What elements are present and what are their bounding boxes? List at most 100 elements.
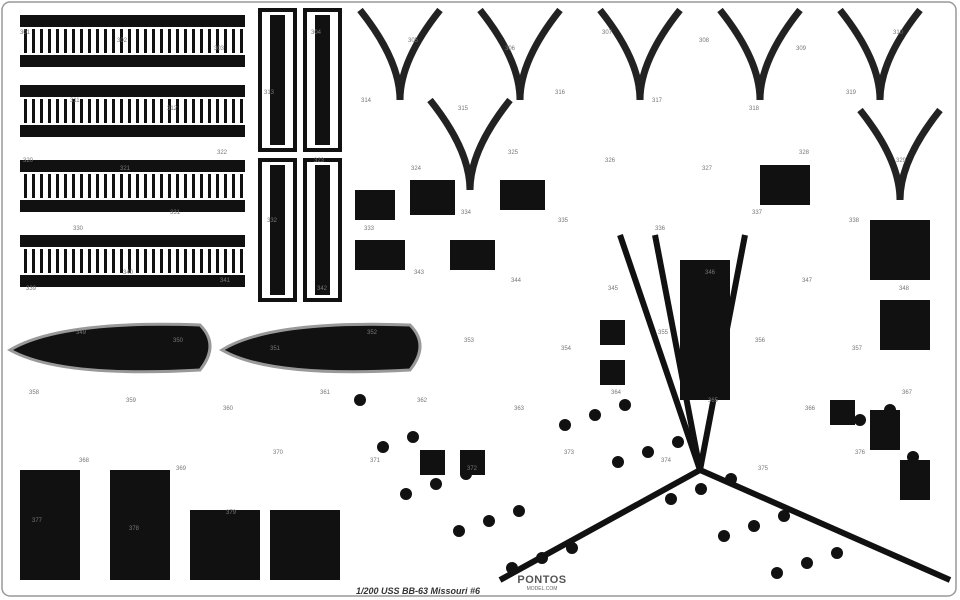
logo-name: PONTOS: [517, 574, 567, 586]
part-number-label: 360: [223, 406, 234, 412]
small-part: [801, 557, 813, 569]
ladder: [20, 85, 245, 137]
rect-part: [355, 190, 395, 220]
small-part: [718, 530, 730, 542]
y-arm-part: [717, 7, 803, 101]
part-number-label: 319: [846, 90, 857, 96]
small-part: [771, 567, 783, 579]
misc-parts: [20, 7, 943, 580]
y-arm-part: [357, 7, 443, 101]
small-part: [778, 510, 790, 522]
part-number-label: 309: [796, 46, 807, 52]
part-number-label: 322: [217, 150, 228, 156]
rect-part: [830, 400, 855, 425]
rect-part: [880, 300, 930, 350]
part-number-label: 355: [658, 330, 669, 336]
part-number-label: 324: [411, 166, 422, 172]
part-number-label: 305: [408, 38, 419, 44]
part-number-label: 341: [220, 278, 231, 284]
small-part: [453, 525, 465, 537]
part-number-label: 306: [505, 46, 516, 52]
tripod-mast-part: [498, 234, 952, 583]
part-number-label: 366: [805, 406, 816, 412]
ladder: [20, 160, 245, 212]
small-part: [725, 473, 737, 485]
small-part: [589, 409, 601, 421]
part-number-label: 345: [608, 286, 619, 292]
small-part: [559, 419, 571, 431]
part-number-label: 313: [264, 90, 275, 96]
part-number-label: 368: [79, 458, 90, 464]
part-number-label: 302: [117, 38, 128, 44]
small-part: [672, 436, 684, 448]
fret-caption: 1/200 USS BB-63 Missouri #6: [356, 586, 481, 596]
part-number-label: 370: [273, 450, 284, 456]
small-part: [354, 394, 366, 406]
part-number-label: 326: [605, 158, 616, 164]
part-number-label: 351: [270, 346, 281, 352]
part-number-label: 318: [749, 106, 760, 112]
part-number-label: 332: [267, 218, 278, 224]
small-part: [665, 493, 677, 505]
part-number-label: 317: [652, 98, 663, 104]
small-part: [831, 547, 843, 559]
strip-part: [258, 8, 297, 152]
part-number-label: 311: [70, 98, 80, 104]
small-part: [506, 562, 518, 574]
part-number-label: 312: [167, 106, 178, 112]
part-number-label: 346: [705, 270, 716, 276]
pontos-logo: PONTOS MODEL.COM: [512, 574, 572, 592]
part-number-label: 303: [214, 46, 225, 52]
small-part: [619, 399, 631, 411]
part-number-label: 373: [564, 450, 575, 456]
part-number-label: 356: [755, 338, 766, 344]
y-arm-part: [427, 97, 513, 191]
small-part: [695, 483, 707, 495]
part-number-label: 371: [370, 458, 381, 464]
strip-part: [258, 158, 297, 302]
part-number-label: 353: [464, 338, 475, 344]
part-number-label: 378: [129, 526, 140, 532]
part-number-label: 372: [467, 466, 478, 472]
part-number-label: 348: [899, 286, 910, 292]
rect-part: [410, 180, 455, 215]
part-number-label: 344: [511, 278, 522, 284]
small-part: [400, 488, 412, 500]
part-number-label: 316: [555, 90, 566, 96]
rect-part: [110, 470, 170, 580]
small-part: [907, 451, 919, 463]
part-number-label: 358: [29, 390, 40, 396]
small-part: [377, 441, 389, 453]
rect-part: [600, 320, 625, 345]
part-number-label: 307: [602, 30, 613, 36]
part-number-label: 379: [226, 510, 237, 516]
part-number-label: 359: [126, 398, 137, 404]
rect-part: [600, 360, 625, 385]
rect-part: [900, 460, 930, 500]
part-number-label: 301: [20, 30, 31, 36]
part-number-label: 362: [417, 398, 428, 404]
small-part: [854, 414, 866, 426]
part-number-label: 335: [558, 218, 569, 224]
part-number-label: 374: [661, 458, 672, 464]
rect-part: [500, 180, 545, 210]
small-part: [642, 446, 654, 458]
rect-part: [760, 165, 810, 205]
part-number-label: 342: [317, 286, 328, 292]
rect-part: [355, 240, 405, 270]
rect-part: [190, 510, 260, 580]
part-number-label: 304: [311, 30, 322, 36]
small-part: [566, 542, 578, 554]
small-part: [483, 515, 495, 527]
part-number-label: 363: [514, 406, 525, 412]
part-number-label: 350: [173, 338, 184, 344]
part-number-label: 361: [320, 390, 331, 396]
part-number-label: 365: [708, 398, 719, 404]
part-number-label: 376: [855, 450, 866, 456]
part-number-label: 315: [458, 106, 469, 112]
y-arm-part: [477, 7, 563, 101]
boat-parts: [7, 322, 422, 374]
part-number-label: 340: [123, 270, 134, 276]
rect-part: [420, 450, 445, 475]
strip-part: [303, 158, 342, 302]
